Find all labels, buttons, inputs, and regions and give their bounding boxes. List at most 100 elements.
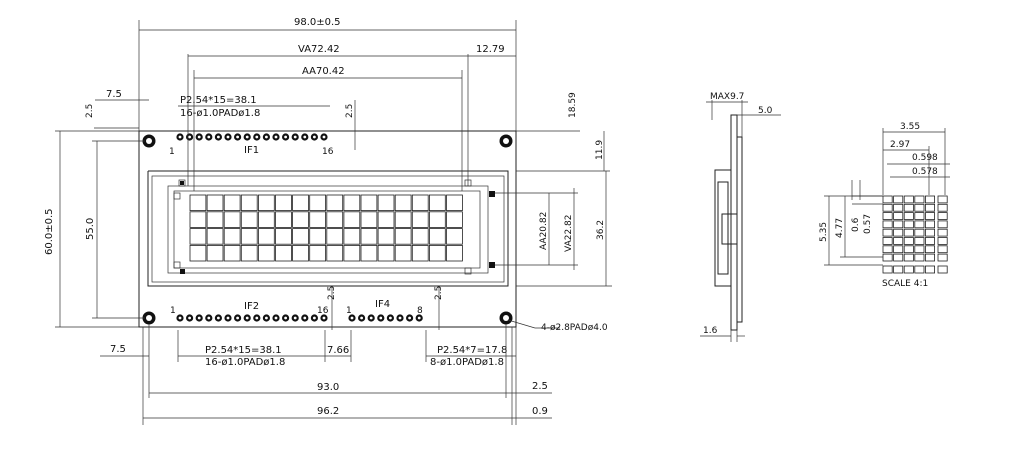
char-cell [292,211,309,228]
dot-cell [893,212,904,220]
dim-pcb-width: 96.2 [317,406,339,417]
dot-detail-scale: SCALE 4:1 [882,279,928,289]
dot-cell [903,195,914,204]
dim-hole-vertical: 55.0 [85,218,96,240]
dim-pad-spec-if4: 8-ø1.0PADø1.8 [430,357,504,368]
char-cell [394,244,412,262]
dot-detail: 3.55 2.97 0.598 0.578 5.35 4.77 0.6 0.57… [819,122,950,289]
corner-mark-bl [173,261,181,269]
dot-cell-side [937,220,948,229]
pin-hole [369,316,373,320]
char-cell [257,211,275,228]
pin-hole [417,316,421,320]
pin-hole [408,316,411,320]
dim-hole-spacing: 93.0 [317,382,339,393]
mount-hole-tl [142,134,156,148]
char-cell [223,244,241,262]
char-cell [377,244,395,262]
dim-0-6: 0.6 [851,217,861,232]
if2-pin-start: 1 [170,306,176,316]
if4-label: IF4 [375,299,390,310]
dim-0-578: 0.578 [912,167,938,177]
if1-pin-end: 16 [322,147,334,157]
char-cell [206,211,224,228]
dim-11-9: 11.9 [595,140,605,160]
dot-cell [882,195,893,204]
pin-hole [236,316,240,320]
dim-aa-height: AA20.82 [539,212,549,250]
if2-pin-end: 16 [317,306,329,316]
dot-cell [882,253,893,262]
dim-pad-spec-if1: 16-ø1.0PADø1.8 [180,108,260,119]
char-cell [206,194,224,212]
char-cell [189,244,207,262]
if1-pin-start: 1 [169,147,175,157]
dim-if2-if4-gap-vert: 2.5 [327,286,337,300]
pin-hole [217,316,220,320]
dim-overall-width: 98.0±0.5 [294,17,341,28]
char-cell [411,244,429,262]
dot-cell [925,212,936,220]
pin-hole [265,316,268,320]
dot-cell [893,195,904,204]
char-cell [275,194,292,212]
dot-cell-side [937,212,948,220]
char-cell [189,228,207,245]
dim-pin-pitch-if4: P2.54*7=17.8 [437,345,507,356]
pin-hole [350,316,354,320]
pin-hole [389,316,392,320]
dim-pin-offset-top-right: 2.5 [345,104,355,118]
corner-mark-br-fill [489,262,495,268]
char-cell [377,194,395,212]
char-cell [189,194,207,212]
dim-va-width: VA72.42 [298,44,340,55]
dot-cell [903,220,914,229]
char-cell [446,228,463,245]
pin-hole [245,135,249,139]
side-pcb [730,114,738,331]
pin-hole [226,316,230,320]
pin-hole [293,135,297,139]
pin-hole [313,135,316,139]
dot-cell-side [937,195,948,204]
char-cell [206,228,224,245]
side-bezel [736,136,743,323]
corner-mark-tl-fill [180,181,184,185]
if4-pin-end: 8 [417,306,423,316]
bezel-outline [147,170,509,287]
char-cell [428,211,446,228]
dim-if4-vert-offset: 2.5 [434,286,444,300]
char-cell [223,228,241,245]
char-cell [326,228,344,245]
dot-cell-side [937,237,948,245]
corner-mark-tr-fill [489,191,495,197]
pin-row-if1 [176,133,328,141]
dim-left-offset-bottom: 7.5 [110,344,126,355]
dot-cell-bottom [903,265,914,274]
dot-cell [925,228,936,237]
corner-mark-bl-fill [180,269,185,274]
dot-cell [893,203,904,212]
char-cell [343,194,361,212]
char-cell [394,211,412,228]
aa-window [173,190,481,269]
pin-row-if4 [348,314,423,322]
dot-cell [914,228,925,237]
dot-cell [925,253,936,262]
dim-2-97: 2.97 [890,140,910,150]
dim-3-55: 3.55 [900,122,920,132]
dim-pad-spec-if2: 16-ø1.0PADø1.8 [205,357,285,368]
pin-hole [379,316,383,320]
pin-hole [255,316,259,320]
char-cell [309,244,327,262]
dot-cell-bottom [882,265,893,274]
dot-cell [914,195,925,204]
char-cell [257,244,275,262]
pin-hole [303,316,307,320]
dim-overall-height: 60.0±0.5 [44,208,55,255]
dot-cell [903,212,914,220]
char-cell [343,211,361,228]
dim-if2-if4-gap: 7.66 [327,345,349,356]
front-view: 98.0±0.5 VA72.42 12.79 AA70.42 7.5 P2.54… [44,17,612,425]
